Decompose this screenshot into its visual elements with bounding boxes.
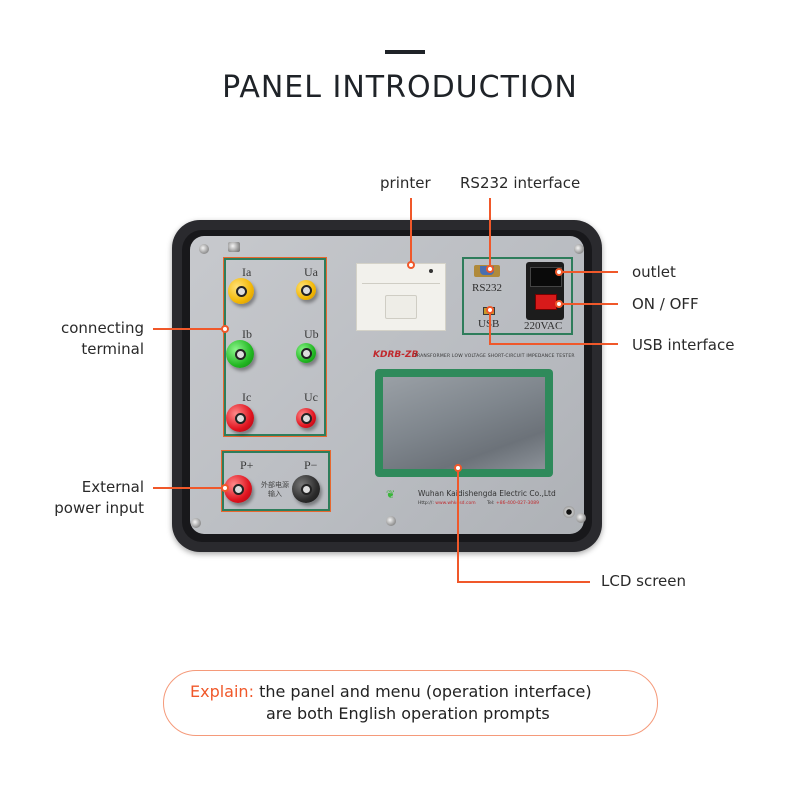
model-subtitle: TRANSFORMER LOW VOLTAGE SHORT-CIRCUIT IM…	[414, 354, 575, 359]
label-rs232: RS232 interface	[460, 174, 581, 192]
screw-icon	[191, 518, 201, 528]
terminal-jack-ic[interactable]	[226, 404, 254, 432]
screw-icon	[574, 244, 584, 254]
callout-dot-terminal	[221, 325, 229, 333]
printer-slot	[362, 283, 440, 284]
title-accent-bar	[385, 50, 425, 54]
terminal-jack-uc[interactable]	[296, 408, 316, 428]
terminal-label-p-minus: P−	[304, 458, 318, 472]
callout-dot-power	[221, 484, 229, 492]
company-logo-icon: ❦	[386, 488, 396, 501]
terminal-label-ib: Ib	[242, 327, 252, 341]
label-connecting-terminal-line2: terminal	[81, 340, 144, 358]
label-connecting-terminal: connecting terminal	[20, 318, 144, 360]
callout-line-usb-vertical	[489, 309, 491, 344]
callout-dot-outlet	[555, 268, 563, 276]
external-power-group	[221, 450, 331, 512]
power-outlet[interactable]	[530, 267, 562, 287]
callout-dot-lcd	[454, 464, 462, 472]
company-tel: +86-400-027-3089	[495, 501, 539, 506]
terminal-label-ia: Ia	[242, 265, 252, 279]
callout-dot-rs232	[486, 265, 494, 273]
callout-line-outlet	[558, 271, 618, 273]
terminal-jack-ua[interactable]	[296, 280, 316, 300]
model-name: KDRB-ZB	[373, 350, 419, 360]
terminal-label-uc: Uc	[304, 390, 318, 404]
voltage-label: 220VAC	[524, 320, 563, 332]
label-on-off: ON / OFF	[632, 295, 699, 313]
explain-text-line1: the panel and menu (operation interface)	[259, 682, 592, 701]
callout-dot-printer	[407, 261, 415, 269]
explain-text-line2: are both English operation prompts	[266, 704, 550, 723]
printer-cover-tab[interactable]	[385, 295, 417, 319]
power-input-cn-line2: 输入	[268, 490, 282, 498]
explain-line1: Explain: the panel and menu (operation i…	[190, 682, 592, 701]
lcd-screen[interactable]	[383, 377, 545, 469]
terminal-jack-ib[interactable]	[226, 340, 254, 368]
power-jack-negative[interactable]	[292, 475, 320, 503]
callout-line-rs232	[489, 198, 491, 268]
callout-line-terminal	[153, 328, 225, 330]
callout-line-onoff	[558, 303, 618, 305]
label-external-power-line1: External	[81, 478, 144, 496]
io-group	[462, 257, 573, 335]
rs232-label: RS232	[472, 282, 502, 294]
screw-icon	[386, 516, 396, 526]
company-website: www.whkdsd.com	[435, 501, 476, 506]
terminal-label-ub: Ub	[304, 327, 319, 341]
label-lcd: LCD screen	[601, 572, 687, 590]
callout-line-lcd	[457, 581, 590, 583]
label-connecting-terminal-line1: connecting	[61, 319, 144, 337]
label-usb: USB interface	[632, 336, 735, 354]
http-label: Http://:	[418, 501, 434, 506]
usb-label: USB	[478, 318, 499, 330]
terminal-label-p-plus: P+	[240, 458, 254, 472]
power-input-cn-line1: 外部电源	[261, 481, 289, 489]
screw-icon	[199, 244, 209, 254]
explain-key: Explain:	[190, 682, 254, 701]
printer-led-icon	[429, 269, 433, 273]
company-name: Wuhan Kaidishengda Electric Co.,Ltd	[418, 489, 556, 498]
callout-dot-usb	[486, 306, 494, 314]
callout-line-printer	[410, 198, 412, 264]
screw-icon	[576, 513, 586, 523]
page-title: PANEL INTRODUCTION	[222, 70, 578, 105]
callout-line-usb	[489, 343, 618, 345]
aux-jack[interactable]	[563, 506, 575, 518]
label-printer: printer	[380, 174, 431, 192]
callout-dot-onoff	[555, 300, 563, 308]
label-outlet: outlet	[632, 263, 676, 281]
terminal-label-ic: Ic	[242, 390, 252, 404]
terminal-jack-ub[interactable]	[296, 343, 316, 363]
callout-line-lcd-vertical	[457, 467, 459, 583]
power-input-cn-label: 外部电源 输入	[258, 481, 292, 499]
connecting-terminal-group	[223, 257, 327, 437]
terminal-label-ua: Ua	[304, 265, 318, 279]
screw-icon	[228, 242, 240, 252]
label-external-power-line2: power input	[54, 499, 144, 517]
power-switch[interactable]	[535, 294, 557, 310]
terminal-jack-ia[interactable]	[228, 278, 254, 304]
callout-line-power	[153, 487, 225, 489]
company-contact: Http://: www.whkdsd.com Tel: +86-400-027…	[418, 501, 539, 506]
label-external-power: External power input	[20, 477, 144, 519]
explain-box	[163, 670, 658, 736]
tel-label: Tel:	[487, 501, 495, 506]
